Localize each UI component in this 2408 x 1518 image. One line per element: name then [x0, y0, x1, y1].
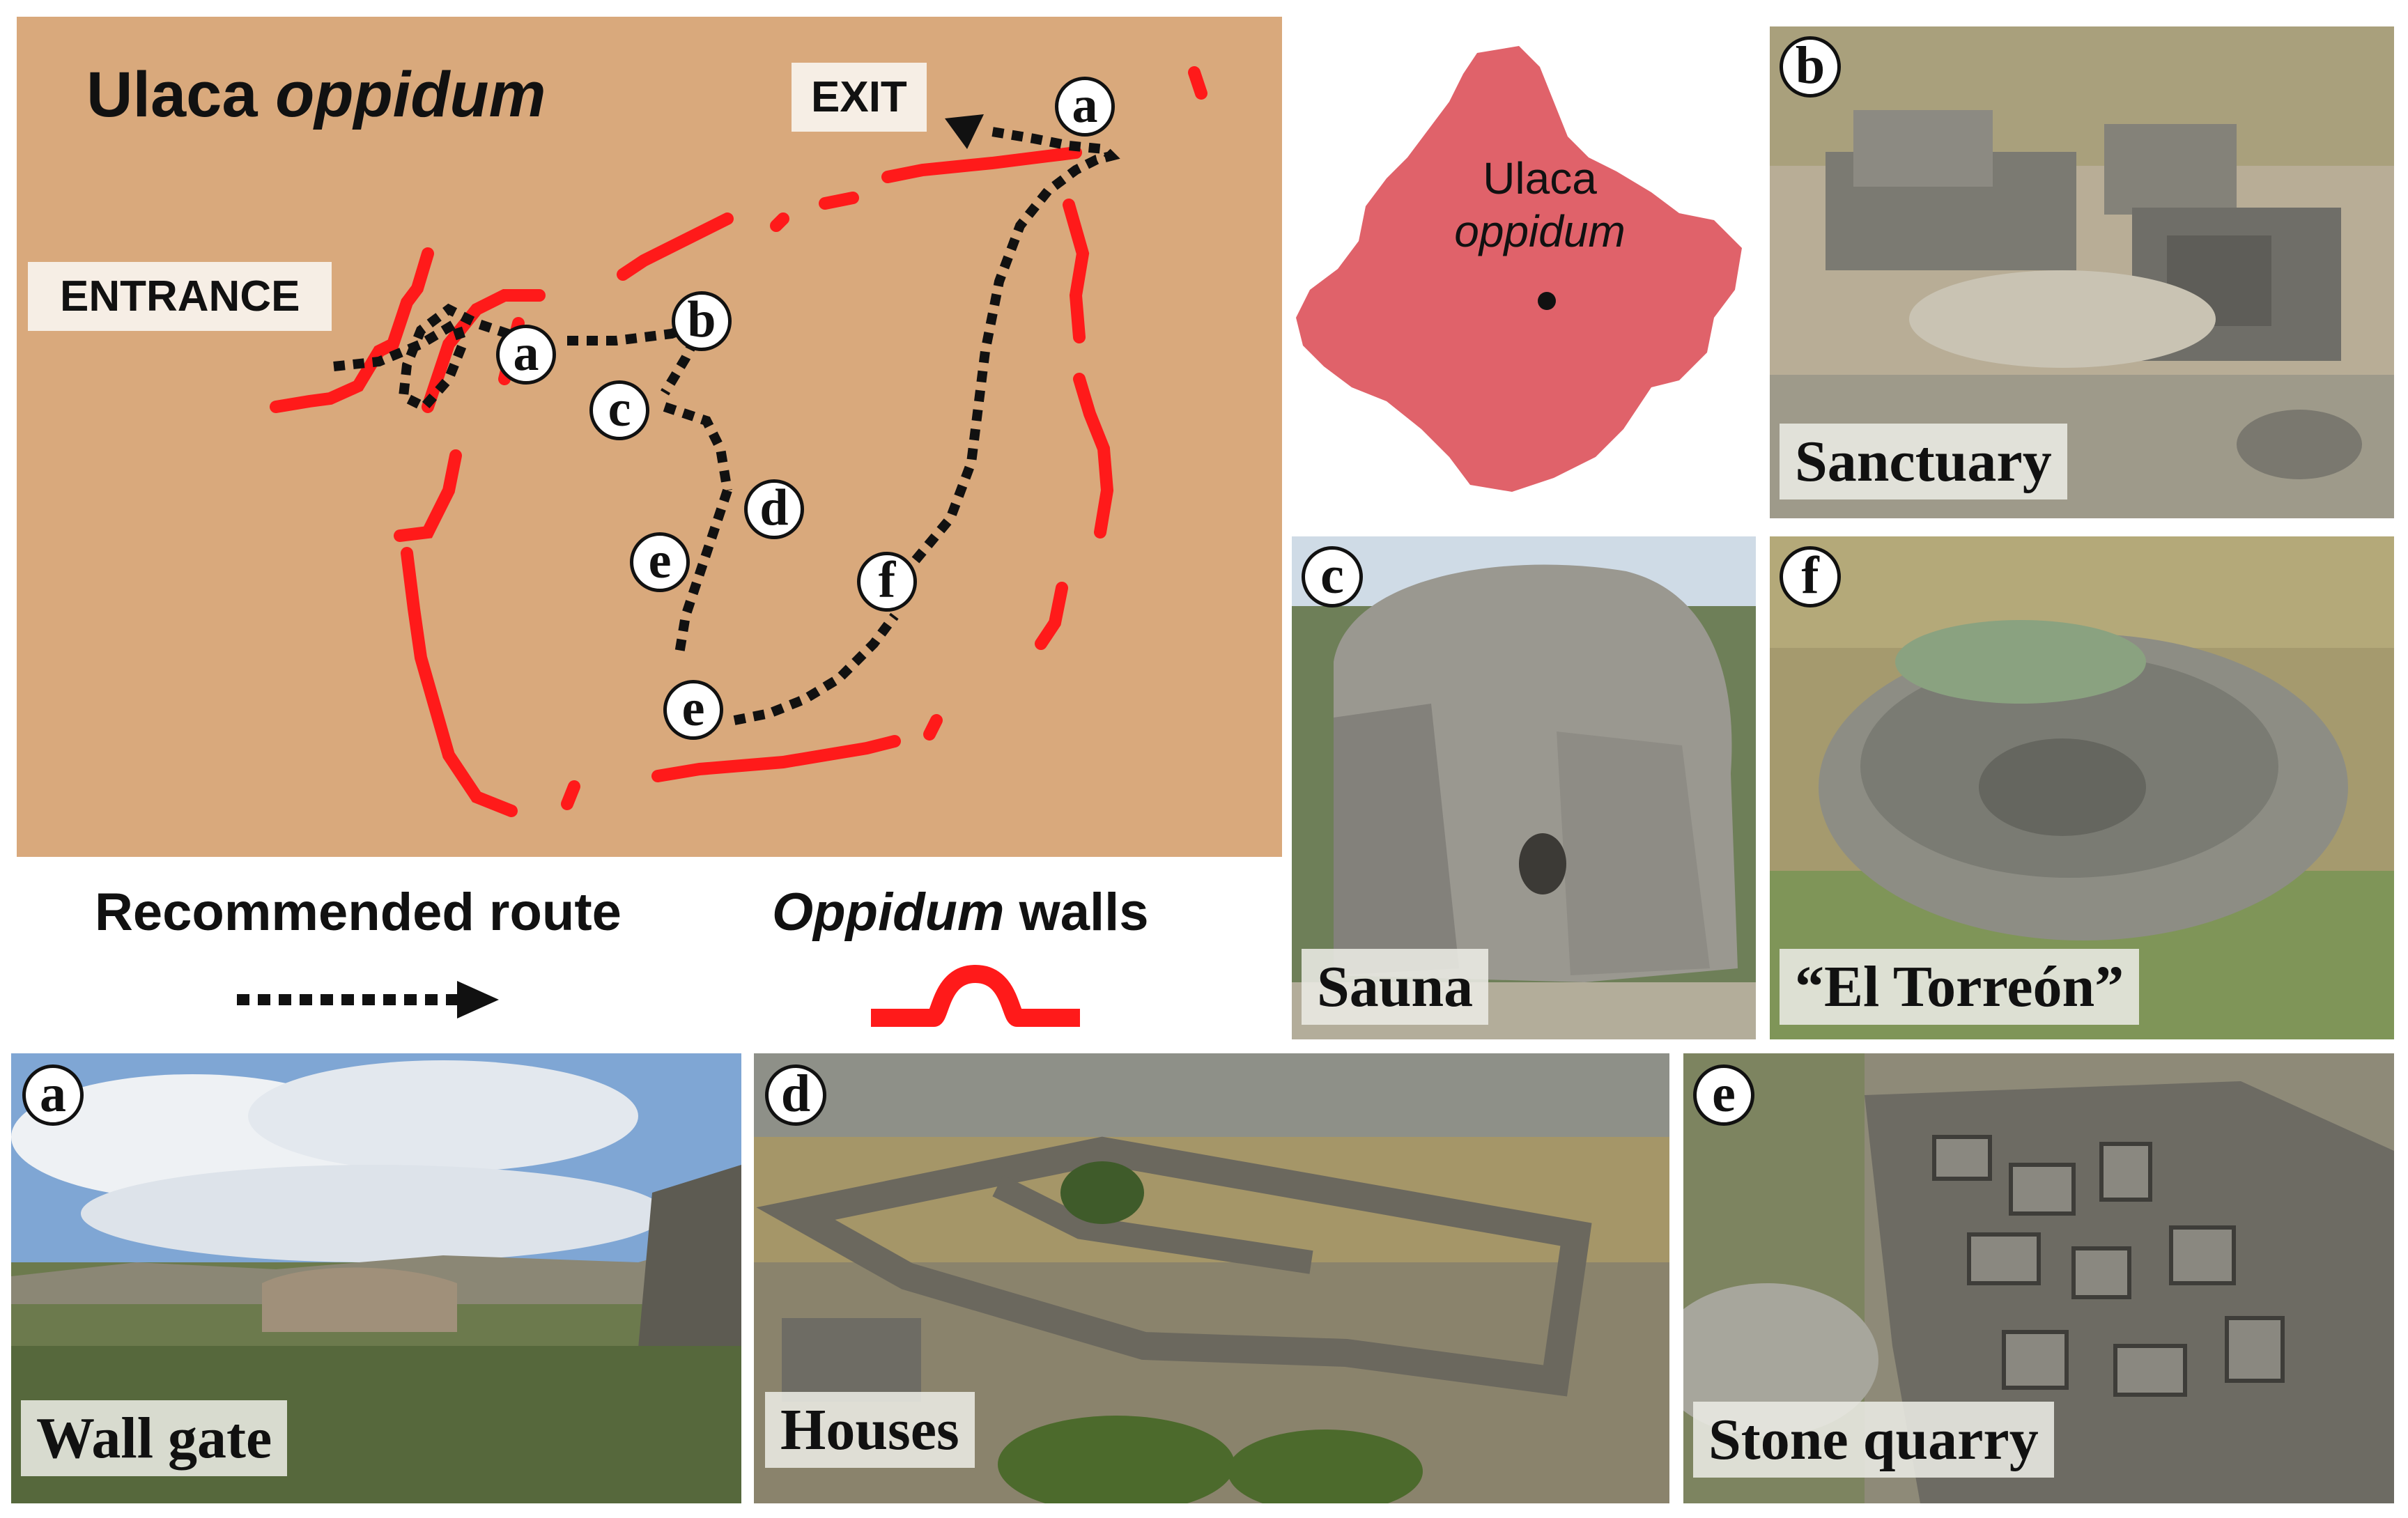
- legend-walls-label: Oppidum walls: [772, 883, 1149, 942]
- province-label: Ulaca oppidum: [1454, 153, 1626, 256]
- map-title: Ulaca oppidum: [86, 59, 546, 130]
- photo-c-caption: Sauna: [1302, 949, 1489, 1025]
- route-node-f: f: [857, 552, 917, 612]
- photo-d-caption: Houses: [765, 1392, 975, 1468]
- photo-e-badge: e: [1693, 1064, 1754, 1126]
- sanctuary-image: [1770, 26, 2394, 518]
- photo-f-badge: f: [1780, 546, 1841, 607]
- photo-sauna: c Sauna: [1292, 536, 1756, 1039]
- route-node-a-exit: a: [1055, 77, 1115, 137]
- oppidum-walls: [270, 66, 1207, 817]
- route-node-e-lower: e: [663, 680, 723, 740]
- legend-route-swatch: [237, 981, 499, 1019]
- photo-el-torreon: f “El Torreón”: [1770, 536, 2394, 1039]
- photo-f-caption: “El Torreón”: [1780, 949, 2140, 1025]
- photo-a-caption: Wall gate: [21, 1400, 288, 1476]
- photo-d-badge: d: [765, 1064, 826, 1126]
- photo-wall-gate: a Wall gate: [11, 1053, 741, 1503]
- entrance-label: ENTRANCE: [28, 262, 332, 331]
- route-node-d: d: [744, 479, 804, 539]
- province-map: [1296, 46, 1742, 492]
- route-node-b: b: [672, 291, 732, 351]
- photo-c-badge: c: [1302, 546, 1363, 607]
- photo-b-caption: Sanctuary: [1780, 424, 2067, 499]
- photo-a-badge: a: [22, 1064, 84, 1126]
- route-arrowhead-icon: [945, 114, 984, 149]
- route-node-e-upper: e: [630, 532, 690, 592]
- site-map-panel: Ulaca oppidum ENTRANCE EXIT a b a c d e …: [17, 17, 1282, 857]
- province-shape: [1296, 46, 1742, 492]
- legend-wall-swatch: [871, 964, 1080, 1027]
- sauna-image: [1292, 536, 1756, 1039]
- photo-houses: d Houses: [754, 1053, 1669, 1503]
- photo-e-caption: Stone quarry: [1693, 1402, 2054, 1478]
- exit-label: EXIT: [792, 63, 927, 132]
- photo-b-badge: b: [1780, 36, 1841, 98]
- ulaca-location-marker: [1538, 292, 1556, 310]
- site-map-drawing: [270, 66, 1207, 817]
- route-node-a-entrance: a: [496, 325, 556, 385]
- photo-sanctuary: b Sanctuary: [1770, 26, 2394, 518]
- legend-route-label: Recommended route: [95, 883, 622, 942]
- route-node-c: c: [589, 380, 649, 440]
- photo-stone-quarry: e Stone quarry: [1683, 1053, 2394, 1503]
